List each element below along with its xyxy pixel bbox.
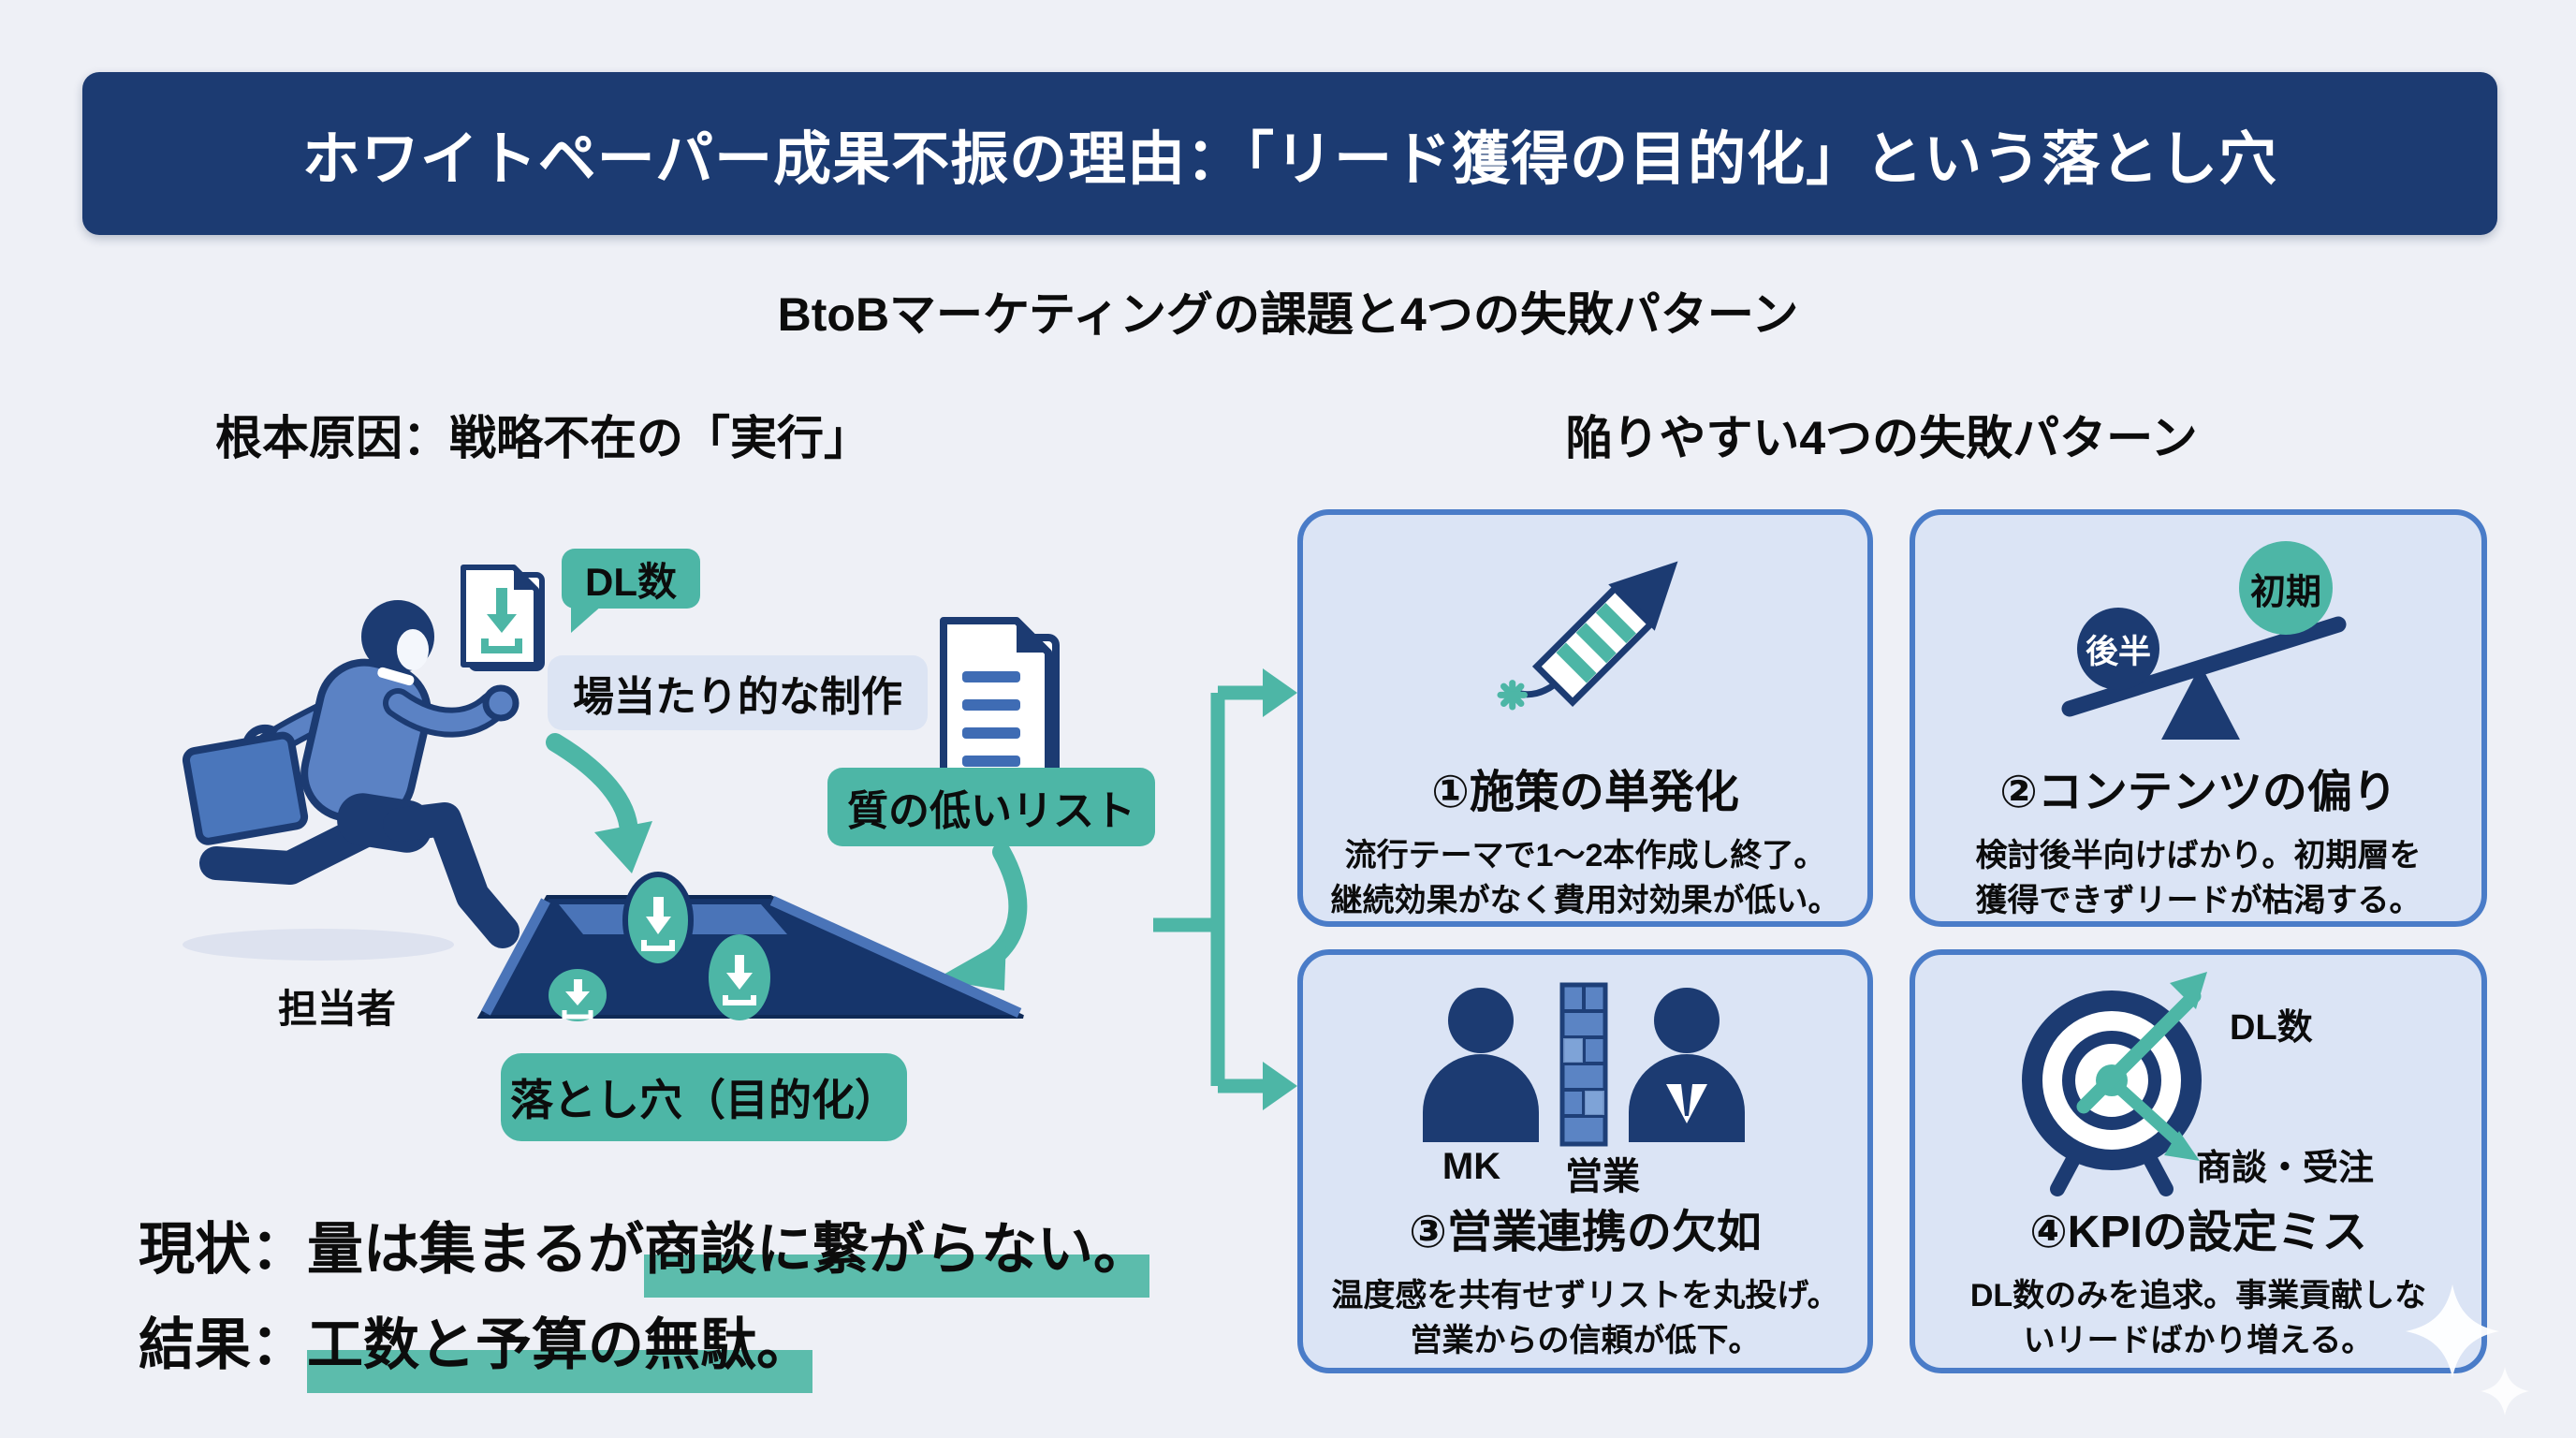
connector-arrows bbox=[1153, 668, 1297, 1110]
patterns-section-heading: 陥りやすい4つの失敗パターン bbox=[1565, 412, 2198, 464]
sales-team-label: 営業 bbox=[1565, 1156, 1640, 1197]
dl-count-bubble-text: DL数 bbox=[585, 559, 677, 604]
dl-count-label: DL数 bbox=[2230, 1008, 2313, 1048]
sparkle-decoration bbox=[2406, 1284, 2499, 1378]
download-document-icon bbox=[461, 565, 545, 671]
sparkle-decoration-small bbox=[2481, 1367, 2529, 1416]
card-body: 温度感を共有せずリストを丸投げ。 営業からの信頼が低下。 bbox=[1331, 1278, 1839, 1359]
seesaw-late-circle: 後半 bbox=[2077, 608, 2159, 690]
dl-count-bubble: DL数 bbox=[562, 549, 700, 633]
result-highlight: 工数と予算の無駄。 bbox=[307, 1313, 812, 1393]
pitfall-caption-label: 落とし穴（目的化） bbox=[501, 1053, 907, 1141]
deals-orders-label: 商談・受注 bbox=[2196, 1149, 2375, 1188]
card-title: ②コンテンツの偏り bbox=[1999, 768, 2397, 817]
bubble-tail bbox=[571, 605, 603, 633]
card-body: 検討後半向けばかり。初期層を 獲得できずリードが枯渇する。 bbox=[1975, 838, 2422, 919]
card-title: ③営業連携の欠如 bbox=[1409, 1208, 1762, 1257]
status-highlight: 商談に繋がらない。 bbox=[644, 1218, 1149, 1298]
page-subtitle: BtoBマーケティングの課題と4つの失敗パターン bbox=[777, 288, 1799, 341]
wall-between-teams-icon bbox=[1423, 982, 1745, 1147]
seesaw-early-circle: 初期 bbox=[2239, 541, 2333, 635]
runner-shadow bbox=[183, 929, 454, 961]
marketing-team-label: MK bbox=[1442, 1146, 1501, 1187]
card-title: ④KPIの設定ミス bbox=[2029, 1208, 2367, 1257]
briefcase-icon bbox=[182, 724, 309, 845]
curved-arrow-down-icon bbox=[546, 733, 652, 873]
failure-card-1: ①施策の単発化 流行テーマで1〜2本作成し終了。 継続効果がなく費用対効果が低い… bbox=[1297, 509, 1873, 927]
card-body: 流行テーマで1〜2本作成し終了。 継続効果がなく費用対効果が低い。 bbox=[1330, 838, 1840, 919]
result-prefix: 結果： bbox=[139, 1313, 307, 1376]
title-bar: ホワイトペーパー成果不振の理由：「リード獲得の目的化」という落とし穴 bbox=[82, 72, 2497, 235]
running-marketer-icon bbox=[182, 600, 520, 961]
result-statement: 結果：工数と予算の無駄。 bbox=[139, 1299, 812, 1393]
kpi-target-icon bbox=[2022, 972, 2207, 1196]
cause-section-heading: 根本原因：戦略不在の「実行」 bbox=[215, 412, 871, 464]
status-statement: 現状：量は集まるが商談に繋がらない。 bbox=[139, 1204, 1149, 1298]
card-body: DL数のみを追求。事業貢献しな いリードばかり増える。 bbox=[1969, 1278, 2427, 1359]
firework-rocket-icon bbox=[1497, 561, 1678, 711]
imbalance-seesaw-icon bbox=[2061, 616, 2347, 740]
pitfall-trap-icon bbox=[476, 872, 1024, 1021]
adhoc-production-label: 場当たり的な制作 bbox=[548, 655, 928, 730]
failure-card-4: DL数 商談・受注 ④KPIの設定ミス DL数のみを追求。事業貢献しな いリード… bbox=[1910, 949, 2487, 1373]
page-title: ホワイトペーパー成果不振の理由：「リード獲得の目的化」という落とし穴 bbox=[301, 127, 2278, 192]
status-prefix: 現状：量は集まるが bbox=[139, 1218, 644, 1281]
card-title: ①施策の単発化 bbox=[1431, 768, 1739, 817]
low-quality-list-label: 質の低いリスト bbox=[827, 768, 1155, 846]
failure-card-2: 後半 初期 ②コンテンツの偏り 検討後半向けばかり。初期層を 獲得できずリードが… bbox=[1910, 509, 2487, 927]
person-in-charge-label: 担当者 bbox=[277, 987, 396, 1031]
failure-card-3: MK 営業 ③営業連携の欠如 温度感を共有せずリストを丸投げ。 営業からの信頼が… bbox=[1297, 949, 1873, 1373]
